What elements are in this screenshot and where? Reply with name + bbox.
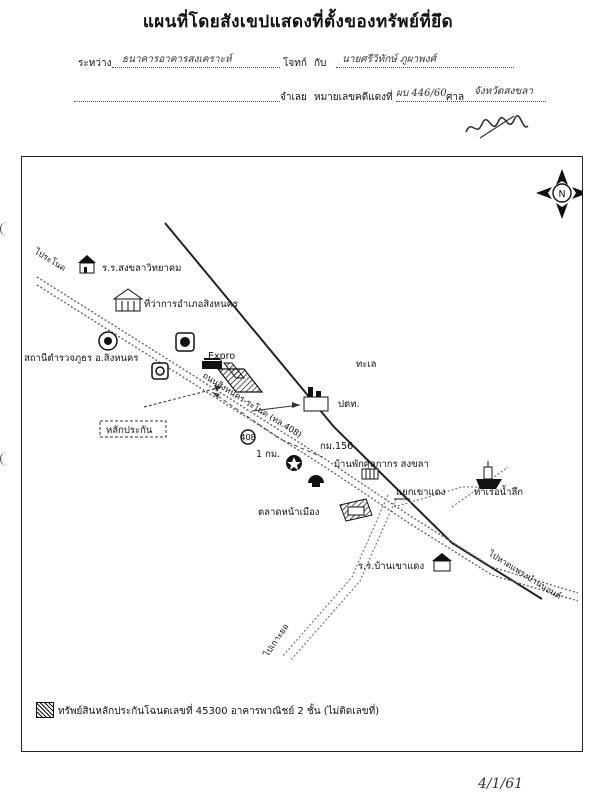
port-access xyxy=(451,466,509,508)
school-icon xyxy=(432,553,452,572)
defendant-name: นายศรีวิทักษ์ ภูผาพงศ์ xyxy=(342,54,436,65)
plaintiff-name: ธนาคารอาคารสงเคราะห์ xyxy=(122,54,232,65)
between-label: ระหว่าง xyxy=(78,58,112,69)
case-blank-line xyxy=(74,101,280,102)
label-district-office: ที่ว่าการอำเภอสิงหนคร xyxy=(144,297,238,310)
court-name: จังหวัดสงขลา xyxy=(474,86,534,97)
svg-text:408: 408 xyxy=(240,433,255,442)
label-expro: Expro xyxy=(208,351,235,362)
page-date: 4/1/61 xyxy=(478,776,524,792)
expro-logo-icon xyxy=(175,332,195,352)
plaintiff-line xyxy=(112,67,280,68)
label-customs: บ้านพักศุลกากร สงขลา xyxy=(334,459,429,470)
with-label: กับ xyxy=(314,58,327,69)
road-marker-icon: 408 xyxy=(240,429,256,445)
collateral-label-box xyxy=(99,420,167,438)
map-frame: 408 xyxy=(21,156,583,752)
margin-mark xyxy=(0,452,11,466)
ptt-depot-icon xyxy=(303,387,329,412)
label-one-km: 1 กม. xyxy=(256,449,280,460)
label-khao-daeng-school: ร.ร.บ้านเขาแดง xyxy=(358,561,424,572)
main-road xyxy=(36,276,579,594)
plaintiff-label: โจทก์ xyxy=(283,58,307,69)
label-collateral: หลักประกัน xyxy=(106,425,153,436)
government-building-icon xyxy=(112,288,144,312)
label-to-ko-yo: ไปเกาะยอ xyxy=(261,622,291,660)
case-line xyxy=(396,101,546,102)
ship-icon xyxy=(476,461,502,489)
court-label: ศาล xyxy=(446,92,465,103)
star-logo-icon xyxy=(286,455,302,471)
label-km156: กม.156 xyxy=(320,441,353,452)
distance-arrow xyxy=(212,392,220,398)
gas-station-logo-icon xyxy=(151,362,169,380)
road-to-ko-yo xyxy=(281,494,389,658)
main-road-edge xyxy=(36,284,579,602)
police-emblem-icon xyxy=(98,331,118,351)
road-to-ko-yo-edge xyxy=(289,498,397,662)
label-to-ranot: ไประโนด xyxy=(32,246,68,274)
case-number: ผบ 446/60 xyxy=(396,88,447,99)
label-port: ท่าเรือน้ำลึก xyxy=(474,485,523,498)
ptt-pointer-head xyxy=(292,402,300,408)
label-khao-daeng-junction: แยกเขาแดง xyxy=(396,487,445,498)
collateral-pointer xyxy=(143,386,223,408)
defendant-line xyxy=(336,67,514,68)
map-canvas: 408 xyxy=(24,169,582,662)
defendant-label: จำเลย xyxy=(280,92,307,103)
label-sea: ทะเล xyxy=(356,359,377,370)
legend-swatch xyxy=(36,702,54,718)
distance-line xyxy=(211,391,323,458)
expro-station-icon xyxy=(202,358,222,369)
legend-text: ทรัพย์สินหลักประกันโฉนดเลขที่ 45300 อาคา… xyxy=(58,706,380,717)
label-to-pak-phanang: ไปหาดแพรงบำนนอนต์ xyxy=(486,548,564,602)
school-icon xyxy=(78,255,96,274)
collateral-pointer-head xyxy=(214,385,222,391)
north-label: N xyxy=(558,189,565,200)
shell-logo-icon xyxy=(308,475,324,487)
house-icon xyxy=(361,468,379,480)
coastline xyxy=(164,222,543,600)
page-title: แผนที่โดยสังเขปแสดงที่ตั้งของทรัพย์ที่ยึ… xyxy=(142,12,454,32)
label-city-market: ตลาดหน้าเมือง xyxy=(258,507,319,518)
market-icon xyxy=(339,498,373,522)
north-arrow-icon xyxy=(536,169,582,219)
label-police-station: สถานีตำรวจภูธร อ.สิงหนคร xyxy=(24,352,138,364)
collateral-property xyxy=(216,362,264,393)
signature xyxy=(465,115,529,139)
margin-mark xyxy=(0,222,11,236)
label-ptt: ปตท. xyxy=(338,399,359,410)
label-songkhla-school: ร.ร.สงขลาวิทยาคม xyxy=(102,263,181,274)
case-label: หมายเลขคดีแดงที่ xyxy=(314,92,393,103)
